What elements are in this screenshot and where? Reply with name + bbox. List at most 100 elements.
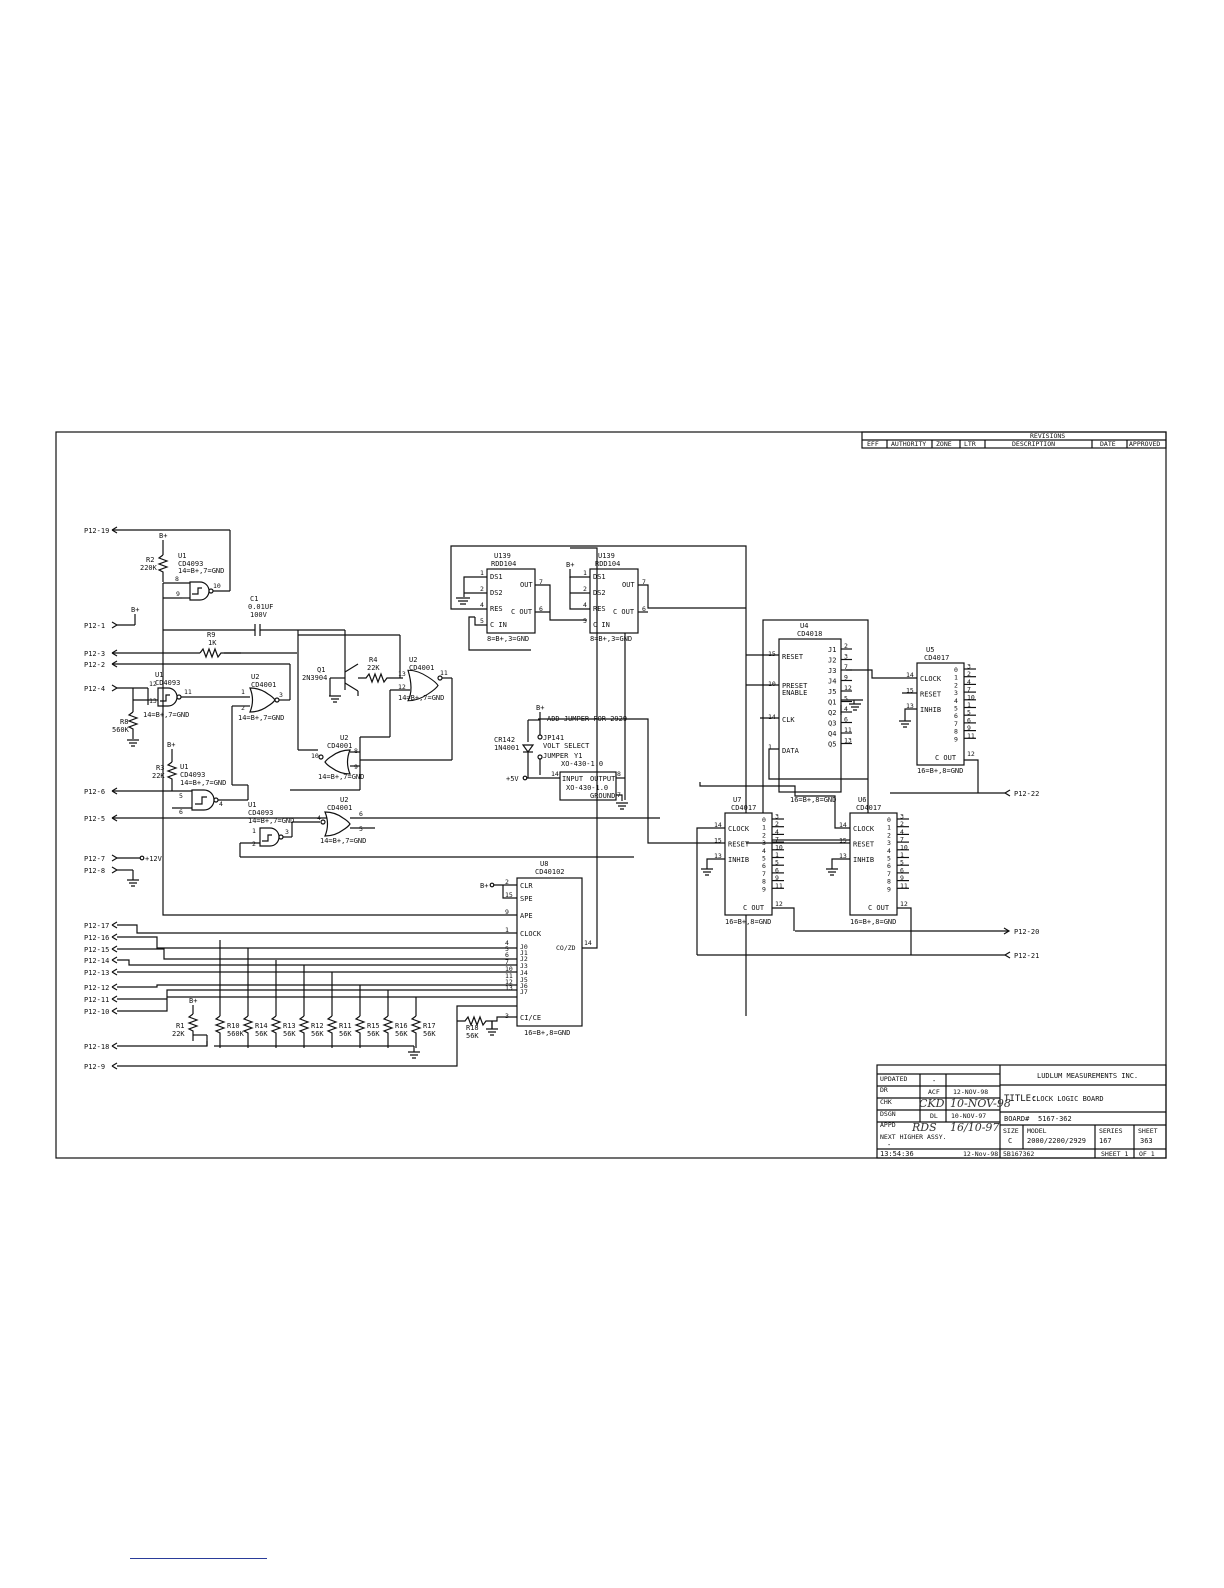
u6-out-pin: 5 xyxy=(900,859,904,867)
pullup-r11-value: 56K xyxy=(339,1030,352,1038)
jp141-crystal-block: B+ ADD JUMPER FOR 2929 JP141 VOLT SELECT… xyxy=(494,704,628,810)
u5-out-pin: 5 xyxy=(967,709,971,717)
u7-out-5: 5 xyxy=(762,855,766,863)
u6-out-pin: 10 xyxy=(900,843,908,851)
u5-out-7: 7 xyxy=(954,720,958,728)
u7-out-7: 7 xyxy=(762,870,766,878)
u8-pin-num: 4 xyxy=(505,939,509,947)
u1d-pin1: 1 xyxy=(252,827,256,835)
y1-ground: GROUND xyxy=(590,792,615,800)
jp141-ref: JP141 xyxy=(543,734,564,742)
r8-value: 560K xyxy=(112,726,130,734)
u7-out-pin: 4 xyxy=(775,828,779,836)
u4-note: 16=B+,8=GND xyxy=(790,796,836,804)
jp141-jumper: JUMPER xyxy=(543,752,569,760)
u1c-pin4: 4 xyxy=(219,800,223,808)
u5-out-pin: 6 xyxy=(967,716,971,724)
u139b-pin-cout: C OUT xyxy=(613,608,635,616)
u5-pin-reset: RESET xyxy=(920,691,942,699)
u1-gate-d: U1 CD4093 14=B+,7=GND 1 2 3 xyxy=(239,801,634,858)
u7-pin-inhib: INHIB xyxy=(728,856,749,864)
u8-pin-j5: J5 xyxy=(520,976,528,984)
u4-num15: 15 xyxy=(768,650,776,658)
u8-pin-spe: SPE xyxy=(520,895,533,903)
u7-out-4: 4 xyxy=(762,847,766,855)
r9-ref: R9 xyxy=(207,631,215,639)
u8-pin-clr: CLR xyxy=(520,882,533,890)
u7-out-9: 9 xyxy=(762,885,766,893)
right-connectors: P12-22 P12-20 P12-21 xyxy=(697,789,1039,960)
u7-out-pin: 1 xyxy=(775,851,779,859)
updated-dash: - xyxy=(932,1077,936,1085)
appd-date: 16/10-97 xyxy=(950,1121,999,1134)
u139a-num7: 7 xyxy=(539,578,543,586)
u5-out-pin: 2 xyxy=(967,670,971,678)
connector-p12-2: P12-2 xyxy=(84,661,105,669)
sheet-total: OF 1 xyxy=(1139,1150,1155,1158)
u2-gate-a: U2 CD4001 1 2 3 14=B+,7=GND xyxy=(231,664,291,786)
u5-pin-inhib: INHIB xyxy=(920,706,941,714)
pullup-r14-ref: R14 xyxy=(255,1022,268,1030)
u4-pin-enable: ENABLE xyxy=(782,689,807,697)
u4-pin-j1: J1 xyxy=(828,646,836,654)
dsgn-date: 10-NOV-97 xyxy=(951,1112,986,1120)
u4-pin-num: 12 xyxy=(844,684,852,692)
u7-pin-reset: RESET xyxy=(728,841,750,849)
u1b-pin11: 11 xyxy=(184,688,192,696)
u1b-part: CD4093 xyxy=(155,679,180,687)
u6-out-4: 4 xyxy=(887,847,891,855)
y1-pin14: 14 xyxy=(551,770,559,778)
u4-pin-num: 7 xyxy=(844,663,848,671)
rev-col-approved: APPROVED xyxy=(1129,440,1160,448)
u6-out-9: 9 xyxy=(887,885,891,893)
u2b-ref: U2 xyxy=(409,656,417,664)
u8-pin-num: 6 xyxy=(505,951,509,959)
u2c-pin9: 9 xyxy=(354,763,358,771)
pullup-r14-value: 56K xyxy=(255,1030,268,1038)
r18-value: 56K xyxy=(466,1032,479,1040)
u8-pin-num: 14 xyxy=(584,939,592,947)
y1-part: XO-430-1.0 xyxy=(566,784,608,792)
appd-label: APPD xyxy=(880,1121,896,1129)
connector-p12-12: P12-12 xyxy=(84,984,109,992)
u8-pin-num: 7 xyxy=(505,958,509,966)
r9-resistor: R9 1K xyxy=(199,631,297,659)
r1-value: 22K xyxy=(172,1030,185,1038)
u8-pin-num: 11 xyxy=(505,972,513,980)
u2c-part: CD4001 xyxy=(327,742,352,750)
u139a-num2: 2 xyxy=(480,585,484,593)
u5-out-0: 0 xyxy=(954,666,958,674)
u1c-pin5: 5 xyxy=(179,792,183,800)
u6-out-pin: 1 xyxy=(900,851,904,859)
u5-out-pin: 7 xyxy=(967,686,971,694)
u8-pin-num: 15 xyxy=(505,891,513,899)
r9-value: 1K xyxy=(208,639,217,647)
u4-num14: 14 xyxy=(768,713,776,721)
u139b-num5: 5 xyxy=(583,617,587,625)
u7-pin-num: 15 xyxy=(714,837,722,845)
u139a-pin-cin: C IN xyxy=(490,621,507,629)
u2a-pin3: 3 xyxy=(279,691,283,699)
u4-pin-j3: J3 xyxy=(828,667,836,675)
u139a-ref: U139 xyxy=(494,552,511,560)
connector-p12-8: P12-8 xyxy=(84,867,105,875)
u2d-pin6: 6 xyxy=(359,810,363,818)
u2a-pin1: 1 xyxy=(241,688,245,696)
board-label: BOARD# xyxy=(1004,1115,1030,1123)
plot-date: 12-Nov-98 xyxy=(963,1150,998,1158)
connector-p12-3: P12-3 xyxy=(84,650,105,658)
u6-out-pin: 11 xyxy=(900,882,908,890)
pullup-resistor-body xyxy=(326,1015,338,1048)
u2a-note: 14=B+,7=GND xyxy=(238,714,284,722)
u4-pin-q3: Q3 xyxy=(828,720,836,728)
u6-out-5: 5 xyxy=(887,855,891,863)
u139b-note: 8=B+,3=GND xyxy=(590,635,632,643)
u1c-part: CD4093 xyxy=(180,771,205,779)
u139a-pin-ds2: DS2 xyxy=(490,589,503,597)
u1a-pin10: 10 xyxy=(213,582,221,590)
u6-out-6: 6 xyxy=(887,862,891,870)
model-value: 2000/2200/2929 xyxy=(1027,1137,1086,1145)
u1a-part: CD4093 xyxy=(178,560,203,568)
u139b-ref: U139 xyxy=(598,552,615,560)
